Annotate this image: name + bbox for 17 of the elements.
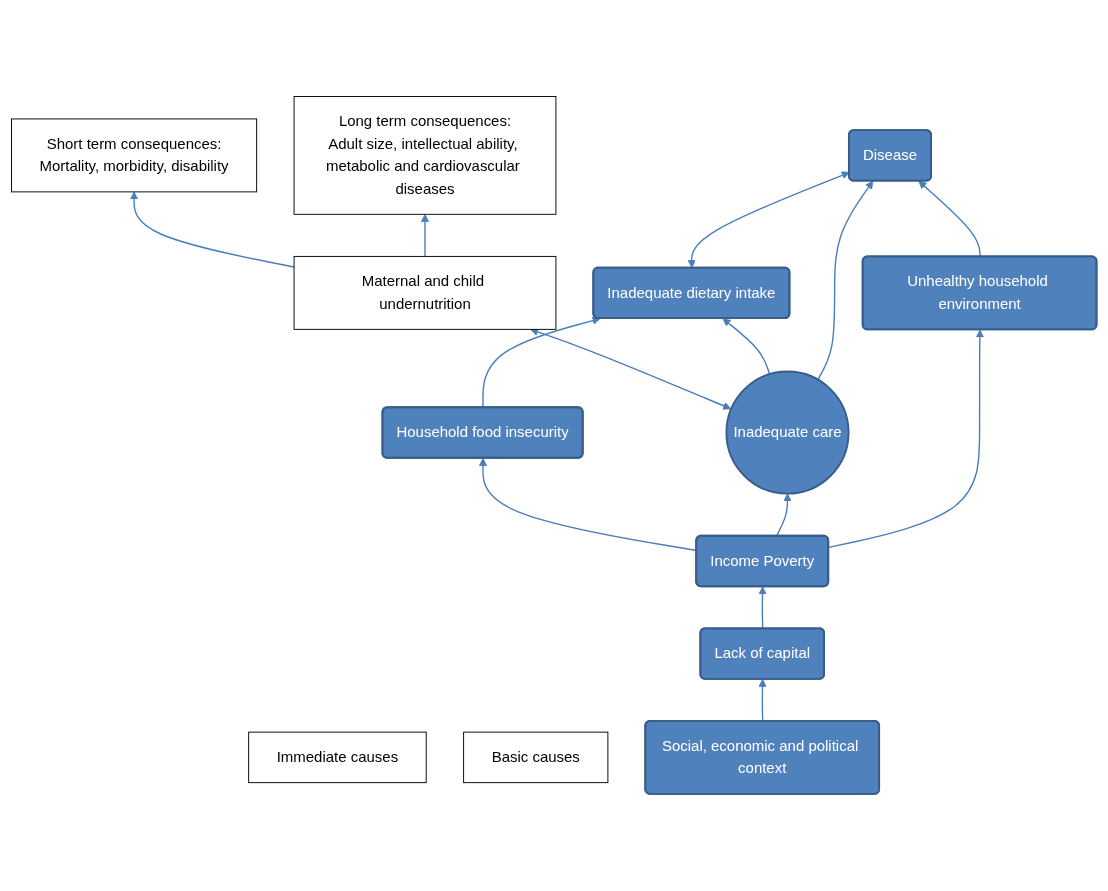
arrow xyxy=(482,316,601,409)
arrow xyxy=(758,679,767,723)
node-box: Long term consequences: Adult size, intellectual ability, metabolic and cardiovascular diseases xyxy=(293,96,557,216)
arrow xyxy=(918,181,981,258)
arrow xyxy=(758,586,767,630)
node-box: Basic causes xyxy=(463,732,609,784)
arrow xyxy=(420,214,430,258)
node-box: Maternal and child undernutrition xyxy=(293,256,557,331)
arrow xyxy=(828,329,984,549)
arrow xyxy=(129,191,295,269)
node-box: Short term consequences: Mortality, morbidity, disability xyxy=(11,118,258,193)
node-circle: Inadequate care xyxy=(725,370,850,495)
arrow xyxy=(530,328,732,411)
arrow xyxy=(775,493,792,538)
node-box: Immediate causes xyxy=(248,732,427,784)
arrow xyxy=(817,181,874,381)
arrow xyxy=(722,318,771,376)
